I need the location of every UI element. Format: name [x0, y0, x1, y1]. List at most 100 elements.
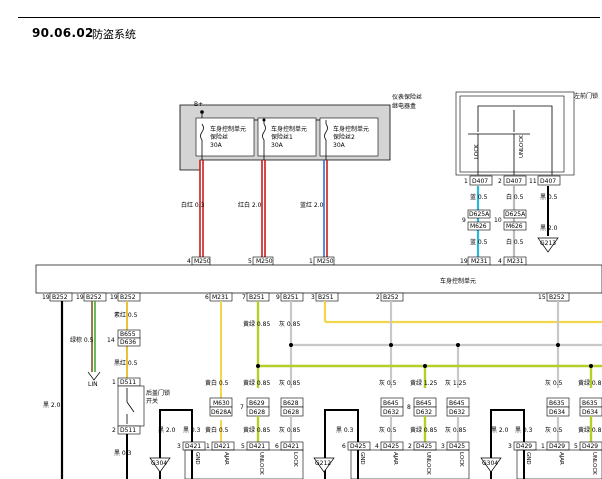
pin-d511-1: 1 — [112, 379, 116, 386]
conn-d425-2: D425 — [383, 443, 399, 450]
wire-label-yw-2: 黄白 0.5 — [205, 426, 229, 434]
pin-b252-19c: 19 — [110, 294, 118, 301]
conn-d634-2: D634 — [582, 409, 598, 416]
pin-d425-4: 4 — [375, 443, 379, 450]
conn-b645-1: B645 — [383, 400, 399, 407]
conn-d511-2: D511 — [120, 427, 136, 434]
pin-m231-19: 19 — [460, 258, 468, 265]
conn-m626-1: M626 — [470, 223, 487, 230]
fuse-symbol-3 — [324, 120, 328, 160]
wire-label-white-red: 白红 0.3 — [181, 201, 205, 209]
out-lock-1: LOCK — [292, 452, 298, 467]
out-unlock-1: UNLOCK — [258, 452, 264, 475]
pin-m250-1: 1 — [309, 258, 313, 265]
conn-d421-1: D421 — [185, 443, 201, 450]
wire-label-plain-red: 素红 0.5 — [114, 311, 138, 319]
wire-label-blue-2: 蓝 0.5 — [470, 238, 488, 246]
pin-14: 14 — [107, 337, 115, 344]
switch-label-2: 开关 — [146, 397, 158, 405]
wire-label-grey-2: 灰 0.85 — [279, 379, 300, 387]
conn-d407-3: D407 — [540, 178, 556, 185]
door-lock-wires: 1 D407 2 D407 11 D407 蓝 0.5 白 0.5 黑 0.5 … — [462, 175, 561, 257]
conn-m250-2: M250 — [256, 258, 273, 265]
out-gnd-3: GND — [525, 452, 531, 465]
wire-label-red-white: 红白 2.0 — [238, 201, 262, 209]
fuse-1-label-3: 30A — [210, 142, 223, 149]
conn-d511-1: D511 — [120, 379, 136, 386]
conn-m231-1: M231 — [471, 258, 488, 265]
conn-d636: D636 — [120, 339, 136, 346]
pin-b252-15: 15 — [538, 294, 546, 301]
conn-b252-1: B252 — [52, 294, 68, 301]
conn-d628a: D628A — [211, 409, 232, 416]
bcm-bottom-connectors: 19 B252 19 B252 19 B252 6 M231 7 B251 9 … — [42, 292, 570, 302]
conn-b252-2: B252 — [86, 294, 102, 301]
out-ajar-2: AJAR — [392, 452, 398, 465]
pin-b252-2: 2 — [376, 294, 380, 301]
wire-label-white-2: 白 0.5 — [506, 238, 524, 246]
out-unlock-2: UNLOCK — [425, 452, 431, 475]
pin-m231-4: 4 — [498, 258, 502, 265]
fuse-2-label-1: 车身控制单元 — [271, 125, 307, 133]
wire-label-blue-red: 蓝红 2.0 — [300, 201, 324, 209]
wire-label-yg-3: 黄绿 1.25 — [410, 379, 437, 387]
conn-d421-4: D421 — [283, 443, 299, 450]
conn-m250-1: M250 — [194, 258, 211, 265]
conn-d425-4: D425 — [449, 443, 465, 450]
wire-label-yg-5: 黄绿 0.85 — [243, 426, 270, 434]
pin-d429-3: 3 — [508, 443, 512, 450]
conn-d429-3: D429 — [582, 443, 598, 450]
conn-m626-2: M626 — [506, 223, 523, 230]
conn-d429-2: D429 — [549, 443, 565, 450]
switch-label-1: 后盖门锁 — [146, 389, 170, 397]
pin-m231-6: 6 — [205, 294, 209, 301]
wire-label-black-2: 黑 2.0 — [540, 225, 558, 232]
wire-label-yg-6: 黄绿 0.85 — [410, 426, 437, 434]
ground-g212: G212 — [315, 460, 331, 467]
fuse-relay-box: 仪表保险丝 继电器盒 B+ 车身控制单元 保险丝 30A 车身控制单元 保险丝1… — [179, 93, 422, 171]
bcm-top-connectors: 4 M250 5 M250 1 M250 19 M231 4 M231 — [187, 256, 527, 266]
pin-d429-1: 1 — [541, 443, 545, 450]
pin-b251-9: 9 — [276, 294, 280, 301]
wire-fuse-1: 白红 0.3 — [181, 160, 205, 257]
conn-b252-5: B252 — [549, 294, 565, 301]
pin-d429-5: 5 — [574, 443, 578, 450]
wire-grey-bus — [289, 301, 602, 388]
pin-7a: 7 — [240, 404, 244, 411]
bplus-label: B+ — [194, 101, 203, 108]
wire-label-b20b: 黑 2.0 — [491, 427, 509, 434]
conn-b635-1: B635 — [549, 400, 565, 407]
pin-d421-1: 1 — [206, 443, 210, 450]
conn-b645-2: B645 — [416, 400, 432, 407]
wire-label-b03a: 黑 0.3 — [183, 427, 201, 434]
wire-label-yg-1: 黄绿 0.85 — [243, 320, 270, 328]
pin-d511-2: 2 — [112, 427, 116, 434]
pin-d407-1: 1 — [464, 178, 468, 185]
fuse-2-label-2: 保险丝1 — [271, 133, 293, 141]
wire-label-black-03: 黑 0.3 — [114, 450, 132, 457]
pin-d421-6: 6 — [275, 443, 279, 450]
pin-d407-2: 2 — [498, 178, 502, 185]
out-ajar-1: AJAR — [223, 452, 229, 465]
fuse-3-label-2: 保险丝2 — [333, 133, 355, 141]
pin-b252-19a: 19 — [42, 294, 50, 301]
out-gnd-1: GND — [194, 452, 200, 465]
conn-d425-1: D425 — [350, 443, 366, 450]
pin-d425-3: 3 — [441, 443, 445, 450]
pin-9: 9 — [462, 217, 466, 224]
conn-b628: B628 — [283, 400, 299, 407]
pin-d425-6: 6 — [342, 443, 346, 450]
wire-label-grey-8: 灰 0.85 — [445, 426, 466, 434]
conn-b635-2: B635 — [582, 400, 598, 407]
wire-label-blue: 蓝 0.5 — [470, 193, 488, 201]
pin-d407-11: 11 — [529, 178, 537, 185]
wire-label-b20a: 黑 2.0 — [158, 427, 176, 434]
section-code: 90.06.02 — [32, 26, 94, 40]
conn-b629: B629 — [249, 400, 265, 407]
wire-label-grey-1: 灰 0.85 — [279, 320, 300, 328]
lock-label: LOCK — [474, 144, 480, 159]
conn-b251-3: B251 — [318, 294, 334, 301]
conn-b251-2: B251 — [283, 294, 299, 301]
fuse-1-label-1: 车身控制单元 — [210, 125, 246, 133]
